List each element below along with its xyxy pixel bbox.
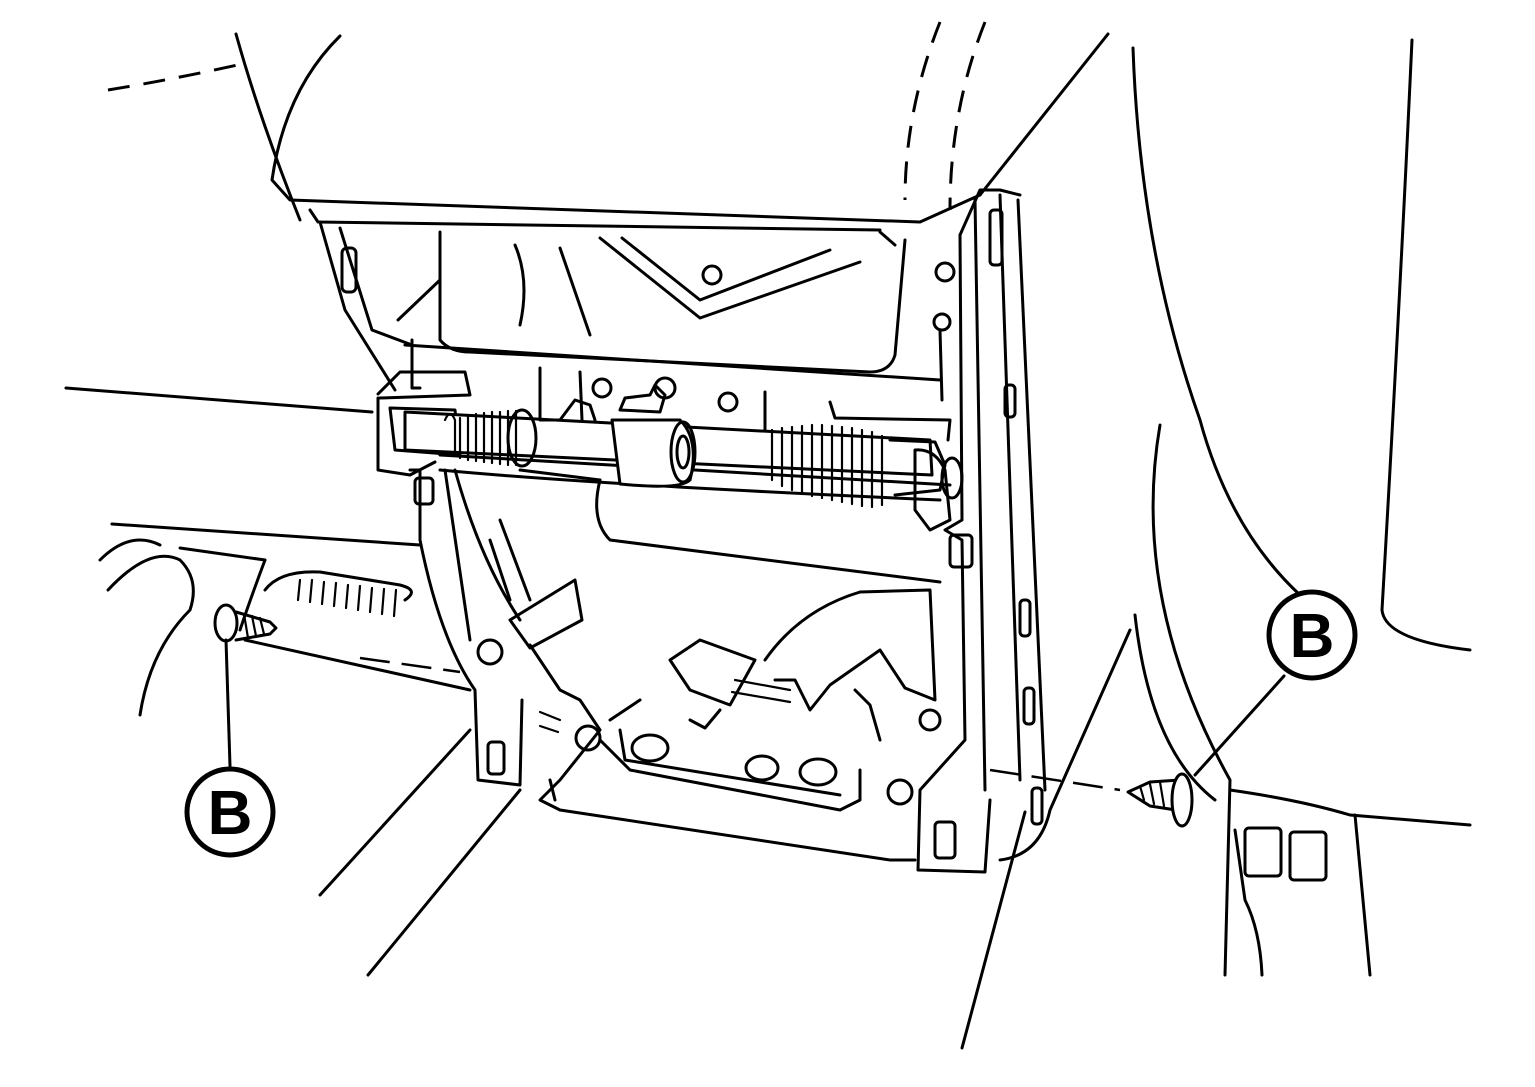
vent-grille (263, 570, 461, 674)
seat-back-cushion (270, 21, 1110, 232)
seat-frame-bracket (318, 188, 1047, 874)
left-background-lines (64, 32, 522, 977)
right-screw (989, 674, 1286, 828)
callout-b-right-label: B (1290, 602, 1335, 671)
left-screw (213, 603, 278, 768)
callout-b-left-label: B (208, 779, 253, 848)
callout-b-right: B (1266, 589, 1358, 681)
recliner-shaft (376, 366, 964, 584)
callout-b-left: B (184, 766, 276, 858)
right-trim-panel (960, 38, 1472, 1050)
